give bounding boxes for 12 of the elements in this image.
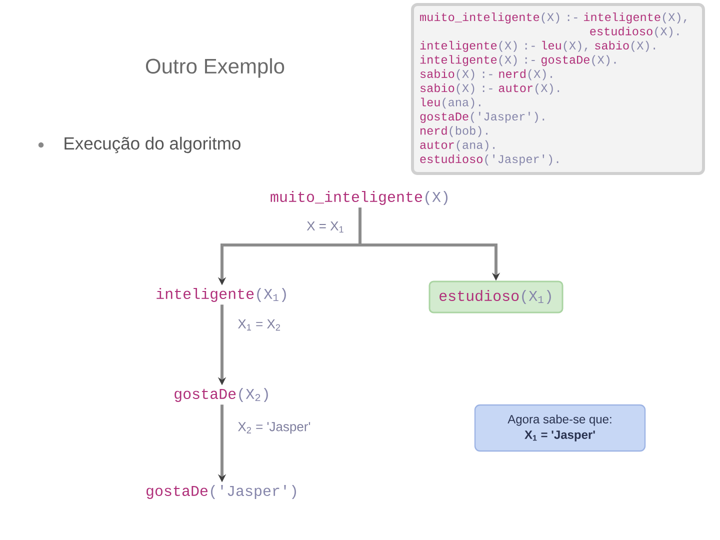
edge-label: X = X$_{1}$ bbox=[305, 220, 346, 234]
edge-label: X$_{2}$ = 'Jasper' bbox=[236, 420, 312, 436]
goal-text: gostaDe('Jasper') bbox=[146, 485, 296, 499]
goal-box: estudioso(X$_{1}$) bbox=[428, 280, 564, 314]
bullet-text: Execução do algoritmo bbox=[64, 136, 240, 154]
goal-text: inteligente(X$_{1}$) bbox=[156, 288, 286, 302]
slide-title: Outro Exemplo bbox=[146, 58, 284, 78]
edge-label: X$_{1}$ = X$_{2}$ bbox=[236, 318, 282, 332]
note-box: Agora sabe-se que: X$_{1}$ = 'Jasper' bbox=[474, 404, 646, 452]
code-box: muito_inteligente(X) :- inteligente(X), estudioso(X). inteligente(X) :- leu(X), sabio(X). inteligente(X) :- gostaDe(X). sabio(X) :- nerd(X). sabio(X) :- autor(X). leu(ana). gostaDe('Jasper'). nerd(bob). autor(ana). estudioso('Jasper'). bbox=[411, 3, 705, 175]
goal-text: muito_inteligente(X) bbox=[270, 191, 448, 205]
goal-text: gostaDe(X$_{2}$) bbox=[174, 388, 268, 402]
